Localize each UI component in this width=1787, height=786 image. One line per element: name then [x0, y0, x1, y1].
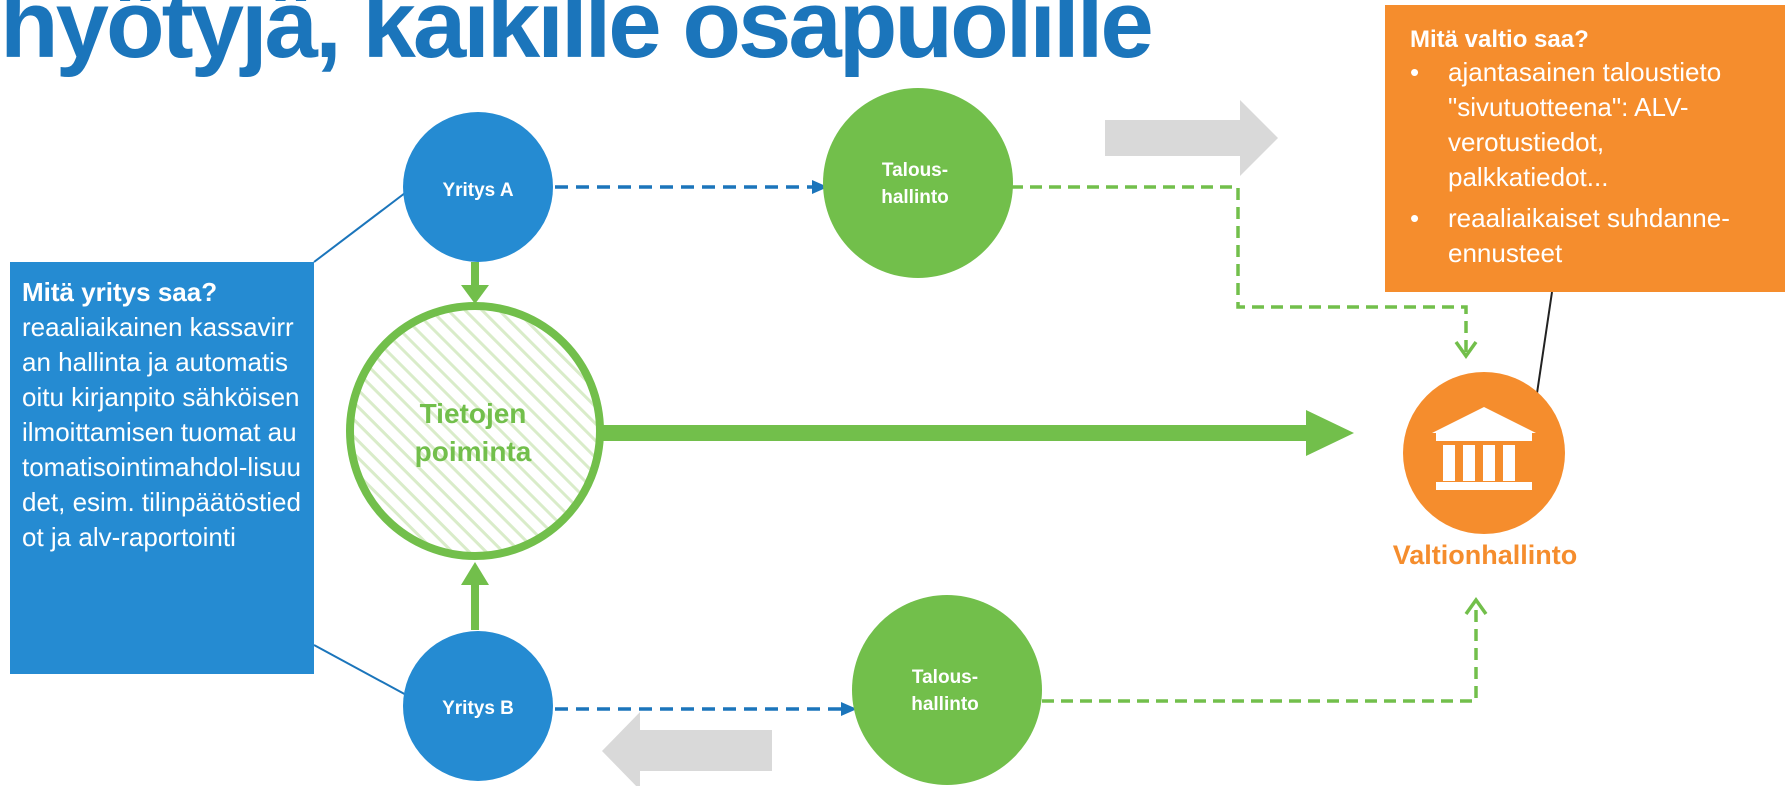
- tietojen-label-1: Tietojen: [420, 398, 527, 429]
- government-building-icon: [1432, 407, 1536, 490]
- company-benefits-heading: Mitä yritys saa?: [22, 277, 218, 307]
- green-arrow-down-head: [461, 285, 489, 304]
- callout-line-a: [313, 192, 406, 263]
- tietojen-label-2: poiminta: [415, 436, 532, 467]
- state-benefits-box: Mitä valtio saa? • ajantasainen talousti…: [1385, 5, 1785, 292]
- talous-b-node: [852, 595, 1042, 785]
- dashed-arrow-a-head: [812, 180, 828, 194]
- green-dashed-route-b: [1042, 603, 1478, 703]
- green-arrow-up-shaft: [471, 578, 479, 630]
- yritys-b-node: [403, 631, 553, 781]
- state-benefit-item: • reaaliaikaiset suhdanne-ennusteet: [1410, 201, 1765, 271]
- talous-a-label-1: Talous-: [882, 160, 948, 181]
- state-benefits-list: • ajantasainen taloustieto "sivutuotteen…: [1410, 55, 1765, 271]
- talous-a-node: [823, 88, 1013, 278]
- talous-a-label-2: hallinto: [881, 187, 949, 208]
- main-green-arrow-shaft: [598, 425, 1310, 441]
- green-dashed-route-b-head: [1464, 596, 1488, 616]
- callout-line-state: [1535, 291, 1553, 401]
- yritys-a-label: Yritys A: [442, 180, 513, 201]
- callout-line-b: [313, 644, 411, 698]
- state-benefit-text: reaaliaikaiset suhdanne-ennusteet: [1448, 203, 1730, 268]
- dashed-arrow-b-head: [841, 702, 857, 716]
- green-arrow-up-head: [461, 562, 489, 585]
- green-dashed-route-a-head: [1454, 340, 1478, 360]
- valtionhallinto-label: Valtionhallinto: [1392, 540, 1578, 570]
- bullet-icon: •: [1410, 203, 1420, 233]
- company-benefits-text: reaaliaikainen kassavirran hallinta ja a…: [22, 312, 301, 552]
- page-title: hyötyjä, kaikille osapuolille: [0, 0, 1154, 78]
- green-arrow-down-shaft: [471, 262, 479, 292]
- talous-b-label-1: Talous-: [912, 667, 978, 688]
- state-benefits-heading: Mitä valtio saa?: [1410, 26, 1589, 53]
- green-dashed-route-a: [1011, 185, 1468, 353]
- talous-b-label-2: hallinto: [911, 694, 979, 715]
- yritys-b-label: Yritys B: [442, 698, 514, 719]
- state-benefit-text: ajantasainen taloustieto "sivutuotteena"…: [1448, 57, 1722, 192]
- gray-arrow-left: [602, 712, 772, 786]
- company-benefits-box: Mitä yritys saa? reaaliaikainen kassavir…: [10, 262, 314, 674]
- main-green-arrow-head: [1306, 410, 1354, 456]
- gray-arrow-right: [1105, 100, 1278, 176]
- tietojen-poiminta-node: [346, 302, 604, 560]
- yritys-a-node: [403, 112, 553, 262]
- state-benefit-item: • ajantasainen taloustieto "sivutuotteen…: [1410, 55, 1765, 195]
- bullet-icon: •: [1410, 57, 1420, 87]
